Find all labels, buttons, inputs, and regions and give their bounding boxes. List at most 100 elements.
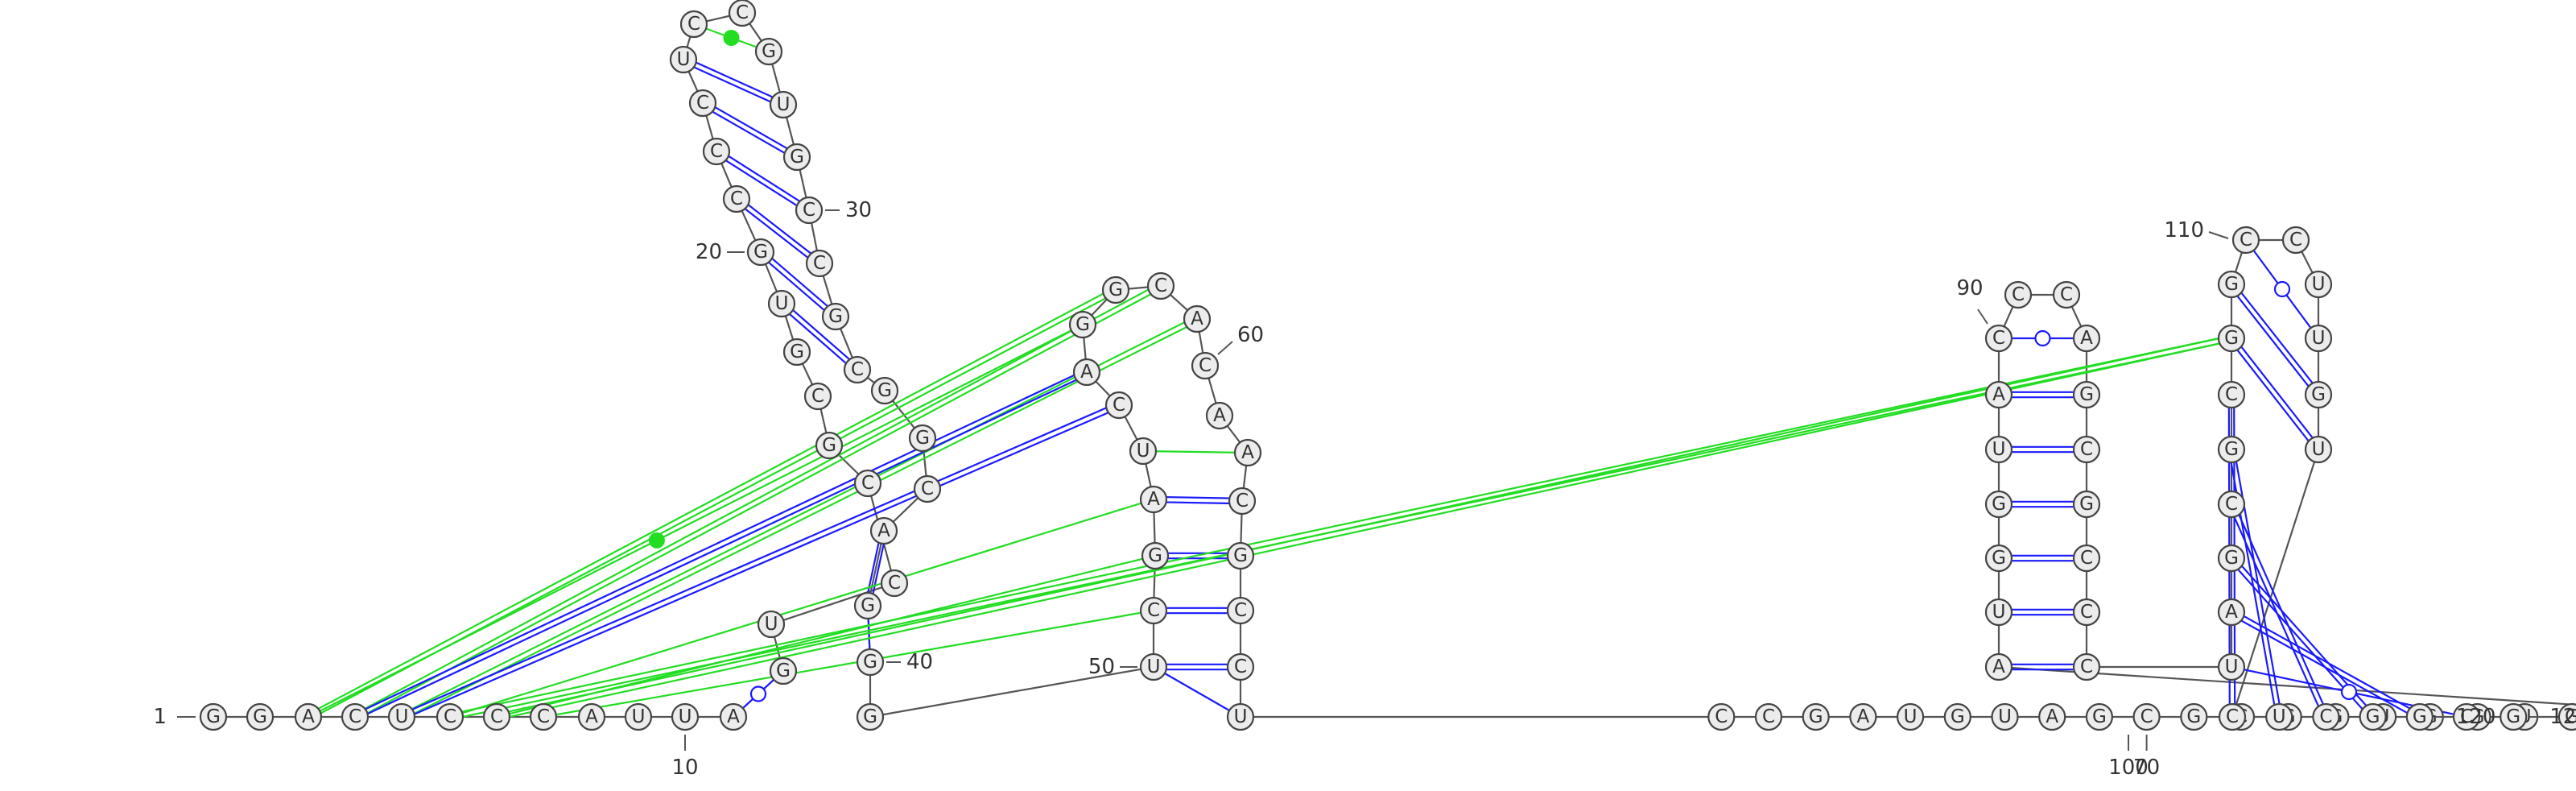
nucleotide: G	[2304, 380, 2333, 409]
nucleotide-letter: C	[803, 200, 815, 221]
nucleotide-letter: C	[2289, 230, 2302, 251]
position-label: 70	[2133, 756, 2160, 780]
nucleotide: G	[246, 702, 275, 731]
nucleotide: G	[1226, 541, 1255, 570]
nucleotide: G	[2500, 702, 2528, 731]
nucleotide: U	[1984, 435, 2013, 464]
nucleotide: G	[2217, 324, 2246, 353]
nucleotide: A	[1139, 485, 1168, 514]
position-label: 50	[1088, 655, 1115, 679]
canonical-pair	[779, 304, 857, 373]
nucleotide-letter: A	[1147, 489, 1160, 510]
nucleotide: G	[2072, 380, 2101, 409]
nucleotide: G	[1984, 490, 2013, 519]
nucleotide-letter: A	[877, 520, 890, 541]
nucleotide: A	[577, 702, 606, 731]
nucleotide: G	[2359, 702, 2387, 731]
nucleotide-letter: A	[1992, 384, 2005, 405]
position-label: 60	[1237, 323, 1264, 347]
nucleotide-letter: U	[777, 94, 791, 115]
nucleotide-letter: A	[1191, 309, 1203, 329]
nucleotide-letter: G	[2186, 706, 2201, 727]
canonical-pair	[2232, 282, 2322, 394]
pseudoknot-pair	[400, 316, 1197, 716]
nucleotide-letter: C	[921, 478, 934, 499]
nucleotide: G	[746, 238, 775, 267]
nucleotide: C	[2218, 702, 2247, 731]
nucleotide: G	[1943, 702, 1971, 731]
nucleotide: C	[679, 10, 708, 39]
nucleotide-letter: C	[537, 706, 550, 727]
nucleotide-letter: C	[2080, 602, 2093, 623]
nucleotide: C	[2072, 544, 2101, 573]
nucleotide-letter: U	[2312, 439, 2326, 460]
nucleotide-letter: C	[851, 359, 864, 380]
nucleotide-letter: G	[863, 706, 877, 727]
nucleotide: C	[795, 196, 824, 225]
nucleotide-letter: A	[302, 706, 315, 727]
nucleotide-letter: U	[775, 293, 789, 314]
nucleotide-letter: A	[2046, 706, 2058, 727]
nucleotide-letter: G	[915, 428, 930, 449]
nucleotide: U	[387, 702, 416, 731]
canonical-pair	[683, 56, 785, 104]
canonical-pair	[762, 249, 838, 316]
nucleotide: C	[2004, 280, 2033, 309]
canonical-pair	[2232, 336, 2322, 449]
nucleotide-letter: C	[2060, 284, 2073, 305]
nucleotide-letter: A	[2225, 602, 2238, 623]
position-label: 110	[2164, 218, 2204, 242]
nucleotide-letter: U	[1998, 706, 2012, 727]
nucleotide-letter: C	[1113, 395, 1125, 416]
nucleotide: G	[2072, 490, 2101, 519]
canonical-pair	[402, 406, 1121, 720]
nucleotide-letter: G	[877, 380, 892, 401]
position-tick	[1977, 309, 1988, 325]
nucleotide-letter: G	[790, 147, 804, 168]
nucleotide: C	[803, 382, 832, 411]
position-tick	[1217, 341, 1233, 355]
nucleotide: G	[2085, 702, 2113, 731]
canonical-pair	[682, 60, 783, 108]
nucleotide: C	[2452, 702, 2481, 731]
nucleotide-letter: A	[1992, 656, 2005, 677]
nucleotide-letter: C	[2319, 706, 2332, 727]
nucleotide: A	[2217, 598, 2246, 627]
pseudoknot-pair	[543, 609, 1154, 719]
nucleotide: C	[1191, 351, 1220, 380]
nucleotide-letter: G	[2224, 328, 2239, 349]
position-label: 10	[671, 756, 698, 780]
nucleotide: C	[702, 137, 731, 166]
nucleotide: U	[769, 90, 798, 119]
nucleotide: C	[1228, 487, 1257, 516]
nucleotide-letter: C	[349, 706, 361, 727]
nucleotide: C	[1139, 596, 1168, 625]
canonical-pair	[353, 369, 1087, 716]
nucleotide-letter: C	[1199, 355, 1212, 376]
nucleotide-letter: C	[687, 14, 700, 35]
nucleotide: A	[1205, 401, 1234, 430]
nucleotide-letter: G	[863, 652, 877, 673]
nucleotide: G	[782, 338, 811, 367]
nucleotide: C	[2217, 490, 2246, 519]
nucleotide-letter: G	[2565, 706, 2576, 727]
nucleotide-letter: G	[1951, 706, 1965, 727]
nucleotide-letter: U	[1137, 441, 1150, 462]
nucleotide-letter: A	[585, 706, 598, 727]
nucleotide-letter: C	[1154, 275, 1167, 296]
pseudoknot-pair	[449, 334, 2231, 715]
nucleotide: C	[913, 474, 942, 503]
pseudoknot-pair	[306, 287, 1116, 716]
nucleotide: A	[1183, 304, 1212, 333]
nucleotide-letter: G	[1148, 545, 1162, 566]
nucleotide-letter: G	[1992, 548, 2006, 569]
nucleotide: U	[669, 45, 698, 74]
nucleotide: G	[1068, 310, 1097, 339]
position-tick	[2208, 231, 2229, 239]
nucleotide: U	[2304, 324, 2333, 353]
nucleotide: G	[782, 143, 811, 172]
wobble-marker	[2340, 683, 2358, 701]
position-label: 1	[153, 705, 167, 729]
canonical-pair	[1154, 495, 1243, 499]
